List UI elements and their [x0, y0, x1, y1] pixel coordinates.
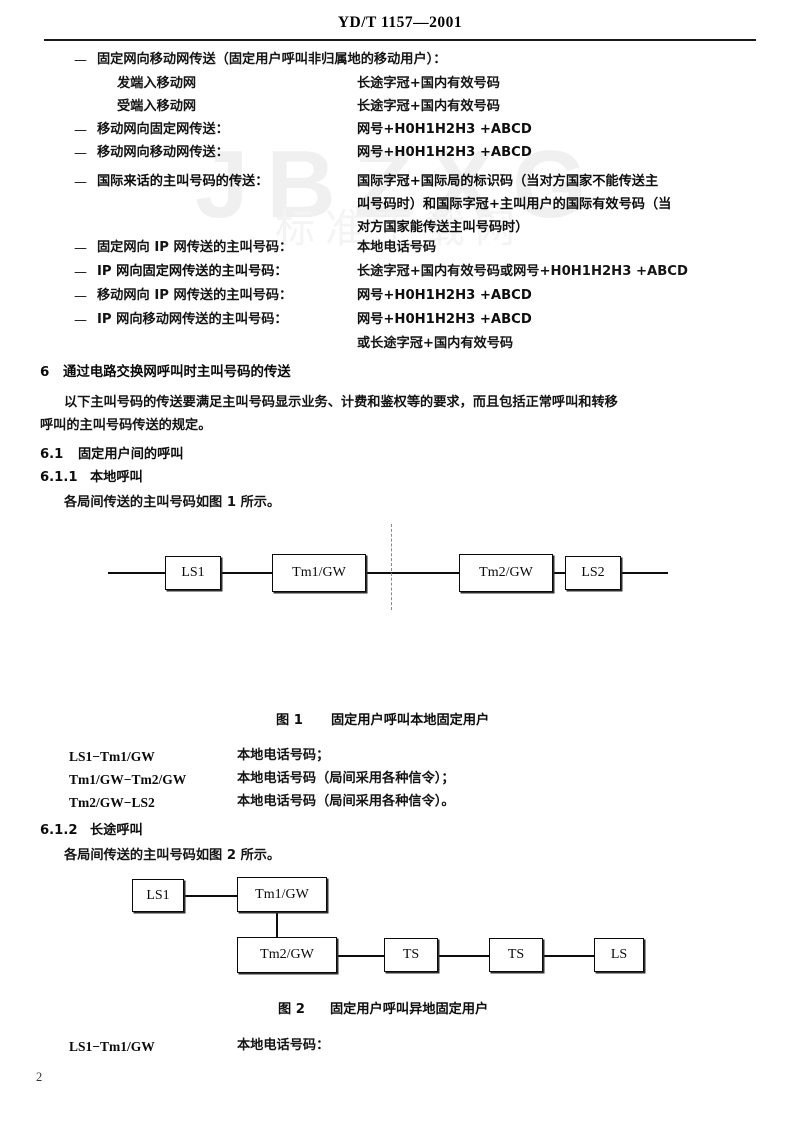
- list-item-label: 移动网向移动网传送：: [97, 145, 229, 160]
- figure1-legend-value: 本地电话号码；: [237, 748, 330, 763]
- list-marker: —: [74, 241, 87, 256]
- list-item-value: 本地电话号码: [357, 240, 437, 255]
- section-intro: 各局间传送的主叫号码如图 2 所示。: [64, 848, 281, 863]
- list-item-label: 受端入移动网: [117, 99, 197, 114]
- figure1-legend-value: 本地电话号码（局间采用各种信令）。: [237, 794, 455, 809]
- list-item-label: 移动网向 IP 网传送的主叫号码：: [97, 288, 293, 303]
- list-marker: —: [74, 175, 87, 190]
- list-marker: —: [74, 313, 87, 328]
- list-marker: —: [74, 146, 87, 161]
- section-number: 6.1.2: [40, 823, 78, 838]
- figure1-caption-text: 固定用户呼叫本地固定用户: [331, 713, 490, 728]
- section-title: 固定用户间的呼叫: [78, 447, 184, 462]
- list-item-label: 国际来话的主叫号码的传送：: [97, 174, 269, 189]
- figure1-node-box: LS2: [565, 556, 621, 590]
- connector-line: [183, 895, 237, 897]
- list-item-label: 发端入移动网: [117, 76, 197, 91]
- section-intro: 各局间传送的主叫号码如图 1 所示。: [64, 495, 281, 510]
- list-item-value: 网号+H0H1H2H3 +ABCD: [357, 145, 532, 160]
- page-header-title: YD/T 1157—2001: [337, 14, 463, 31]
- figure1-caption-number: 图 1: [276, 713, 303, 728]
- figure1-legend-pair: Tm1/GW−Tm2/GW: [69, 772, 187, 787]
- figure2-node-box: TS: [489, 938, 543, 972]
- figure1-node-box: LS1: [165, 556, 221, 590]
- figure2-caption-text: 固定用户呼叫异地固定用户: [330, 1002, 489, 1017]
- list-marker: —: [74, 265, 87, 280]
- list-item-label: IP 网向固定网传送的主叫号码：: [97, 264, 288, 279]
- figure2-legend-pair: LS1−Tm1/GW: [69, 1039, 155, 1054]
- section-number: 6.1.1: [40, 470, 78, 485]
- figure2-node-box: Tm2/GW: [237, 937, 337, 973]
- connector-line: [541, 955, 594, 957]
- figure2-node-box: TS: [384, 938, 438, 972]
- figure1-legend-pair: Tm2/GW−LS2: [69, 795, 155, 810]
- connector-line: [108, 572, 165, 574]
- section-paragraph-line: 呼叫的主叫号码传送的规定。: [40, 418, 212, 433]
- list-marker: —: [74, 289, 87, 304]
- figure1-node-box: Tm2/GW: [459, 554, 553, 592]
- list-item-value: 长途字冠+国内有效号码: [357, 99, 500, 114]
- figure2-caption-number: 图 2: [278, 1002, 305, 1017]
- connector-line: [220, 572, 272, 574]
- header-rule: [44, 39, 756, 41]
- network-boundary-dashed-line: [391, 524, 392, 610]
- figure1-legend-pair: LS1−Tm1/GW: [69, 749, 155, 764]
- list-item-value: 网号+H0H1H2H3 +ABCD: [357, 312, 532, 327]
- figure2-legend-value: 本地电话号码：: [237, 1038, 330, 1053]
- list-marker: —: [74, 53, 87, 68]
- list-item-label: 移动网向固定网传送：: [97, 122, 229, 137]
- section-paragraph-line: 以下主叫号码的传送要满足主叫号码显示业务、计费和鉴权等的要求，而且包括正常呼叫和…: [64, 395, 618, 410]
- list-item-value: 网号+H0H1H2H3 +ABCD: [357, 122, 532, 137]
- page-number: 2: [36, 1070, 43, 1084]
- figure2-node-box: LS1: [132, 879, 184, 912]
- section-number: 6.1: [40, 447, 64, 462]
- international-value-line: 对方国家能传送主叫号码时）: [357, 220, 529, 235]
- figure1-node-box: Tm1/GW: [272, 554, 366, 592]
- section-title: 本地呼叫: [90, 470, 143, 485]
- connector-line: [620, 572, 668, 574]
- section-title: 长途呼叫: [90, 823, 143, 838]
- list-item-value: 网号+H0H1H2H3 +ABCD: [357, 288, 532, 303]
- international-value-line: 国际字冠+国际局的标识码（当对方国家不能传送主: [357, 174, 659, 189]
- international-value-line: 叫号码时）和国际字冠+主叫用户的国际有效号码（当: [357, 197, 672, 212]
- figure2-node-box: LS: [594, 938, 644, 972]
- list-marker: —: [74, 123, 87, 138]
- list-item-value: 长途字冠+国内有效号码或网号+H0H1H2H3 +ABCD: [357, 264, 688, 279]
- list-item-label: IP 网向移动网传送的主叫号码：: [97, 312, 288, 327]
- figure2-node-box: Tm1/GW: [237, 877, 327, 912]
- connector-line: [437, 955, 490, 957]
- list-item-label: 固定网向 IP 网传送的主叫号码：: [97, 240, 293, 255]
- connector-line: [276, 912, 278, 939]
- list-item-value: 长途字冠+国内有效号码: [357, 76, 500, 91]
- section-title: 通过电路交换网呼叫时主叫号码的传送: [63, 365, 291, 380]
- list-item-value-extra: 或长途字冠+国内有效号码: [357, 336, 514, 351]
- list-item-label: 固定网向移动网传送（固定用户呼叫非归属地的移动用户）：: [97, 52, 447, 67]
- connector-line: [337, 955, 384, 957]
- section-number: 6: [40, 365, 50, 380]
- figure1-legend-value: 本地电话号码（局间采用各种信令）；: [237, 771, 455, 786]
- connector-line: [365, 572, 459, 574]
